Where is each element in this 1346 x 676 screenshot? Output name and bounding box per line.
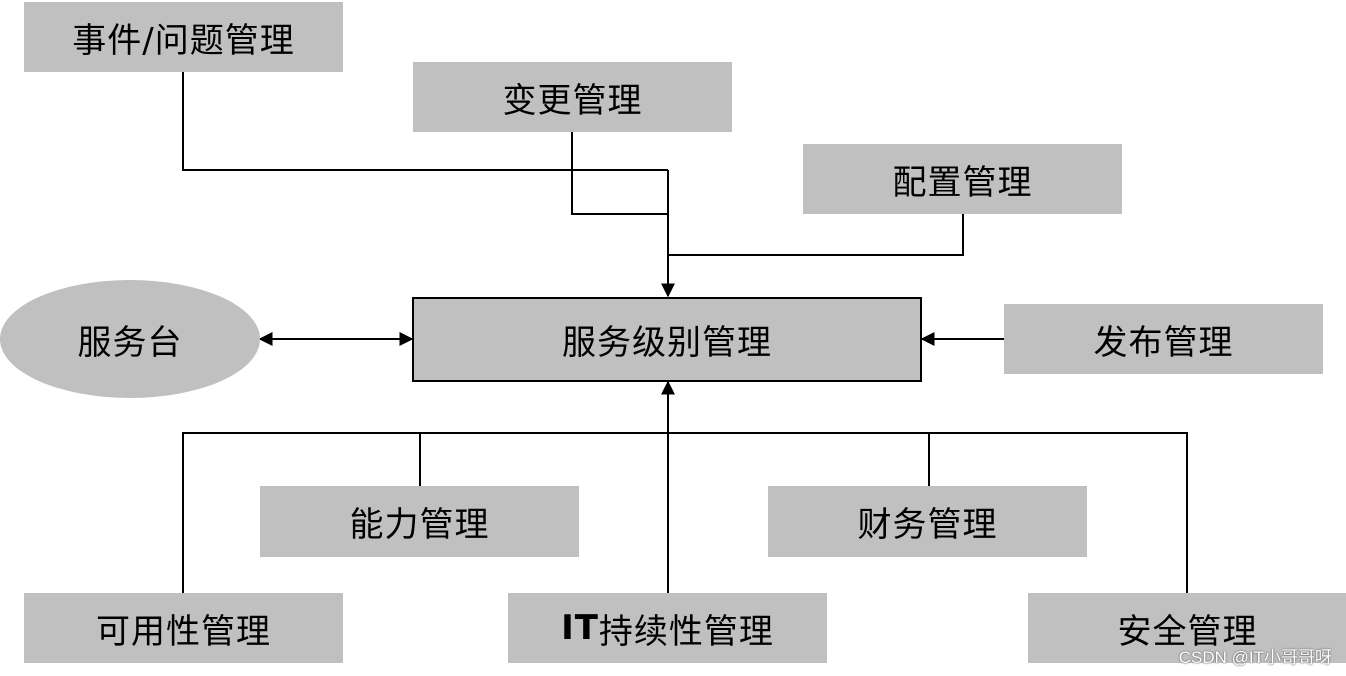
it-continuity-label: 持续性管理 <box>598 611 774 652</box>
connector-bottom-bus <box>182 432 1188 593</box>
capacity-label: 能力管理 <box>349 505 490 545</box>
it-continuity-prefix: IT <box>561 608 599 648</box>
release-label: 发布管理 <box>1093 322 1234 363</box>
availability-box: 可用性管理 <box>24 593 343 663</box>
connector-configuration <box>668 214 964 256</box>
watermark-text: CSDN @IT小哥哥呀 <box>1178 648 1332 667</box>
financial-box: 财务管理 <box>768 486 1087 557</box>
incident-problem-box: 事件/问题管理 <box>24 2 343 72</box>
capacity-box: 能力管理 <box>260 486 579 557</box>
security-box: 安全管理 <box>1028 593 1346 663</box>
financial-label: 财务管理 <box>857 505 998 545</box>
connector-change <box>571 132 668 215</box>
connector-incident <box>182 72 668 171</box>
availability-label: 可用性管理 <box>96 611 271 652</box>
service-level-label: 服务级别管理 <box>562 323 772 363</box>
incident-problem-label: 事件/问题管理 <box>72 20 295 61</box>
service-level-box: 服务级别管理 <box>412 297 922 382</box>
service-desk-label: 服务台 <box>77 322 183 363</box>
security-label: 安全管理 <box>1117 611 1258 652</box>
change-box: 变更管理 <box>413 62 732 132</box>
configuration-label: 配置管理 <box>892 162 1033 203</box>
change-label: 变更管理 <box>502 80 643 121</box>
configuration-box: 配置管理 <box>803 144 1122 214</box>
service-desk-ellipse: 服务台 <box>0 280 260 398</box>
release-box: 发布管理 <box>1004 304 1323 374</box>
